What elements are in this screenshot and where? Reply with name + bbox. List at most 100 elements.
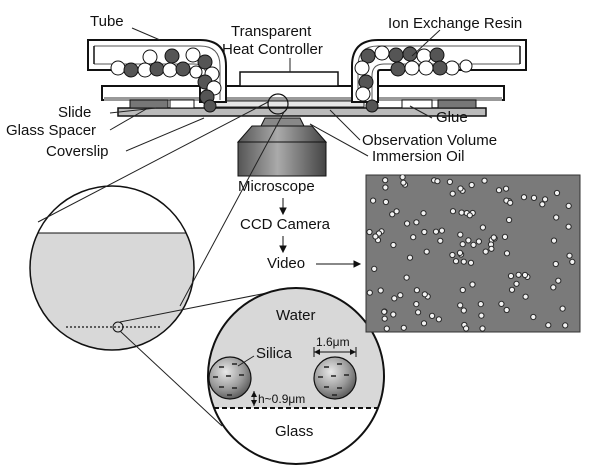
label-observation-volume: Observation Volume: [362, 132, 497, 149]
label-ccd-camera: CCD Camera: [240, 216, 331, 233]
particle-dot: [480, 326, 485, 331]
particle-dot: [372, 266, 377, 271]
label-heat-controller-2: Heat Controller: [222, 41, 323, 58]
particle-dot: [453, 259, 458, 264]
particle-dot: [384, 326, 389, 331]
particle-dot: [478, 302, 483, 307]
particle-dot: [383, 178, 388, 183]
particle-dot: [543, 197, 548, 202]
particle-dot: [469, 182, 474, 187]
particle-dot: [371, 198, 376, 203]
particle-dot: [509, 287, 514, 292]
particle-dot: [476, 239, 481, 244]
particle-dot: [401, 180, 406, 185]
silica-sphere-right: [314, 357, 356, 399]
particle-dot: [466, 238, 471, 243]
particle-dot: [414, 220, 419, 225]
heat-controller: [240, 72, 338, 86]
particle-dot: [566, 203, 571, 208]
label-immersion-oil: Immersion Oil: [372, 148, 465, 165]
particle-dot: [460, 242, 465, 247]
label-glass-spacer: Glass Spacer: [6, 122, 96, 139]
particle-dot: [546, 323, 551, 328]
particle-dot: [489, 246, 494, 251]
particle-dot: [433, 229, 438, 234]
particle-dot: [482, 178, 487, 183]
label-silica: Silica: [256, 345, 293, 362]
particle-dot: [479, 313, 484, 318]
particle-dot: [404, 275, 409, 280]
particle-dot: [422, 229, 427, 234]
particle-dot: [507, 217, 512, 222]
particle-dot: [450, 252, 455, 257]
particle-dot: [401, 325, 406, 330]
particle-dot: [383, 199, 388, 204]
glass-spacer-right: [438, 100, 476, 108]
particle-dot: [508, 200, 513, 205]
particle-dot: [570, 259, 575, 264]
particle-dot: [416, 310, 421, 315]
particle-dot: [556, 278, 561, 283]
particle-dot: [435, 179, 440, 184]
particle-dot: [522, 272, 527, 277]
label-diameter: 1.6μm: [316, 335, 350, 349]
particle-dot: [458, 186, 463, 191]
particle-dot: [373, 234, 378, 239]
particle-dot: [458, 232, 463, 237]
glass-spacer-left: [130, 100, 168, 108]
particle-dot: [471, 242, 476, 247]
particle-dot: [405, 221, 410, 226]
particle-dot: [382, 316, 387, 321]
particle-dot: [491, 235, 496, 240]
particle-dot: [391, 242, 396, 247]
particle-dot: [566, 224, 571, 229]
particle-dot: [461, 259, 466, 264]
particle-dot: [508, 273, 513, 278]
particle-dot: [480, 225, 485, 230]
glue-left: [170, 100, 194, 108]
particle-dot: [436, 317, 441, 322]
particle-dot: [394, 209, 399, 214]
particle-dot: [457, 250, 462, 255]
particle-dot: [499, 301, 504, 306]
silica-sphere-left: [209, 357, 251, 399]
label-video: Video: [267, 255, 305, 272]
particle-dot: [516, 272, 521, 277]
particle-dot: [367, 229, 372, 234]
observation-volume: [214, 101, 364, 107]
particle-dot: [421, 321, 426, 326]
particle-dot: [450, 191, 455, 196]
particle-dot: [551, 238, 556, 243]
video-micrograph: [366, 175, 580, 333]
particle-dot: [531, 314, 536, 319]
label-glue: Glue: [436, 109, 468, 126]
particle-dot: [400, 175, 405, 180]
label-height: h~0.9μm: [258, 392, 305, 406]
magnifier-cell-detail: [20, 186, 210, 353]
particle-dot: [567, 253, 572, 258]
label-heat-controller-1: Transparent: [231, 23, 312, 40]
particle-dot: [483, 249, 488, 254]
particle-dot: [392, 296, 397, 301]
particle-dot: [447, 179, 452, 184]
particle-dot: [504, 186, 509, 191]
particle-dot: [367, 290, 372, 295]
particle-dot: [450, 209, 455, 214]
coverslip: [118, 108, 486, 116]
label-water: Water: [276, 307, 315, 324]
glue-right: [402, 100, 432, 108]
particle-dot: [461, 308, 466, 313]
particle-dot: [407, 255, 412, 260]
particle-dot: [398, 293, 403, 298]
particle-dot: [439, 228, 444, 233]
label-microscope: Microscope: [238, 178, 315, 195]
particle-dot: [414, 302, 419, 307]
label-resin: Ion Exchange Resin: [388, 15, 522, 32]
particle-dot: [391, 312, 396, 317]
particle-dot: [424, 249, 429, 254]
particle-dot: [531, 195, 536, 200]
particle-dot: [496, 188, 501, 193]
particle-dot: [504, 251, 509, 256]
